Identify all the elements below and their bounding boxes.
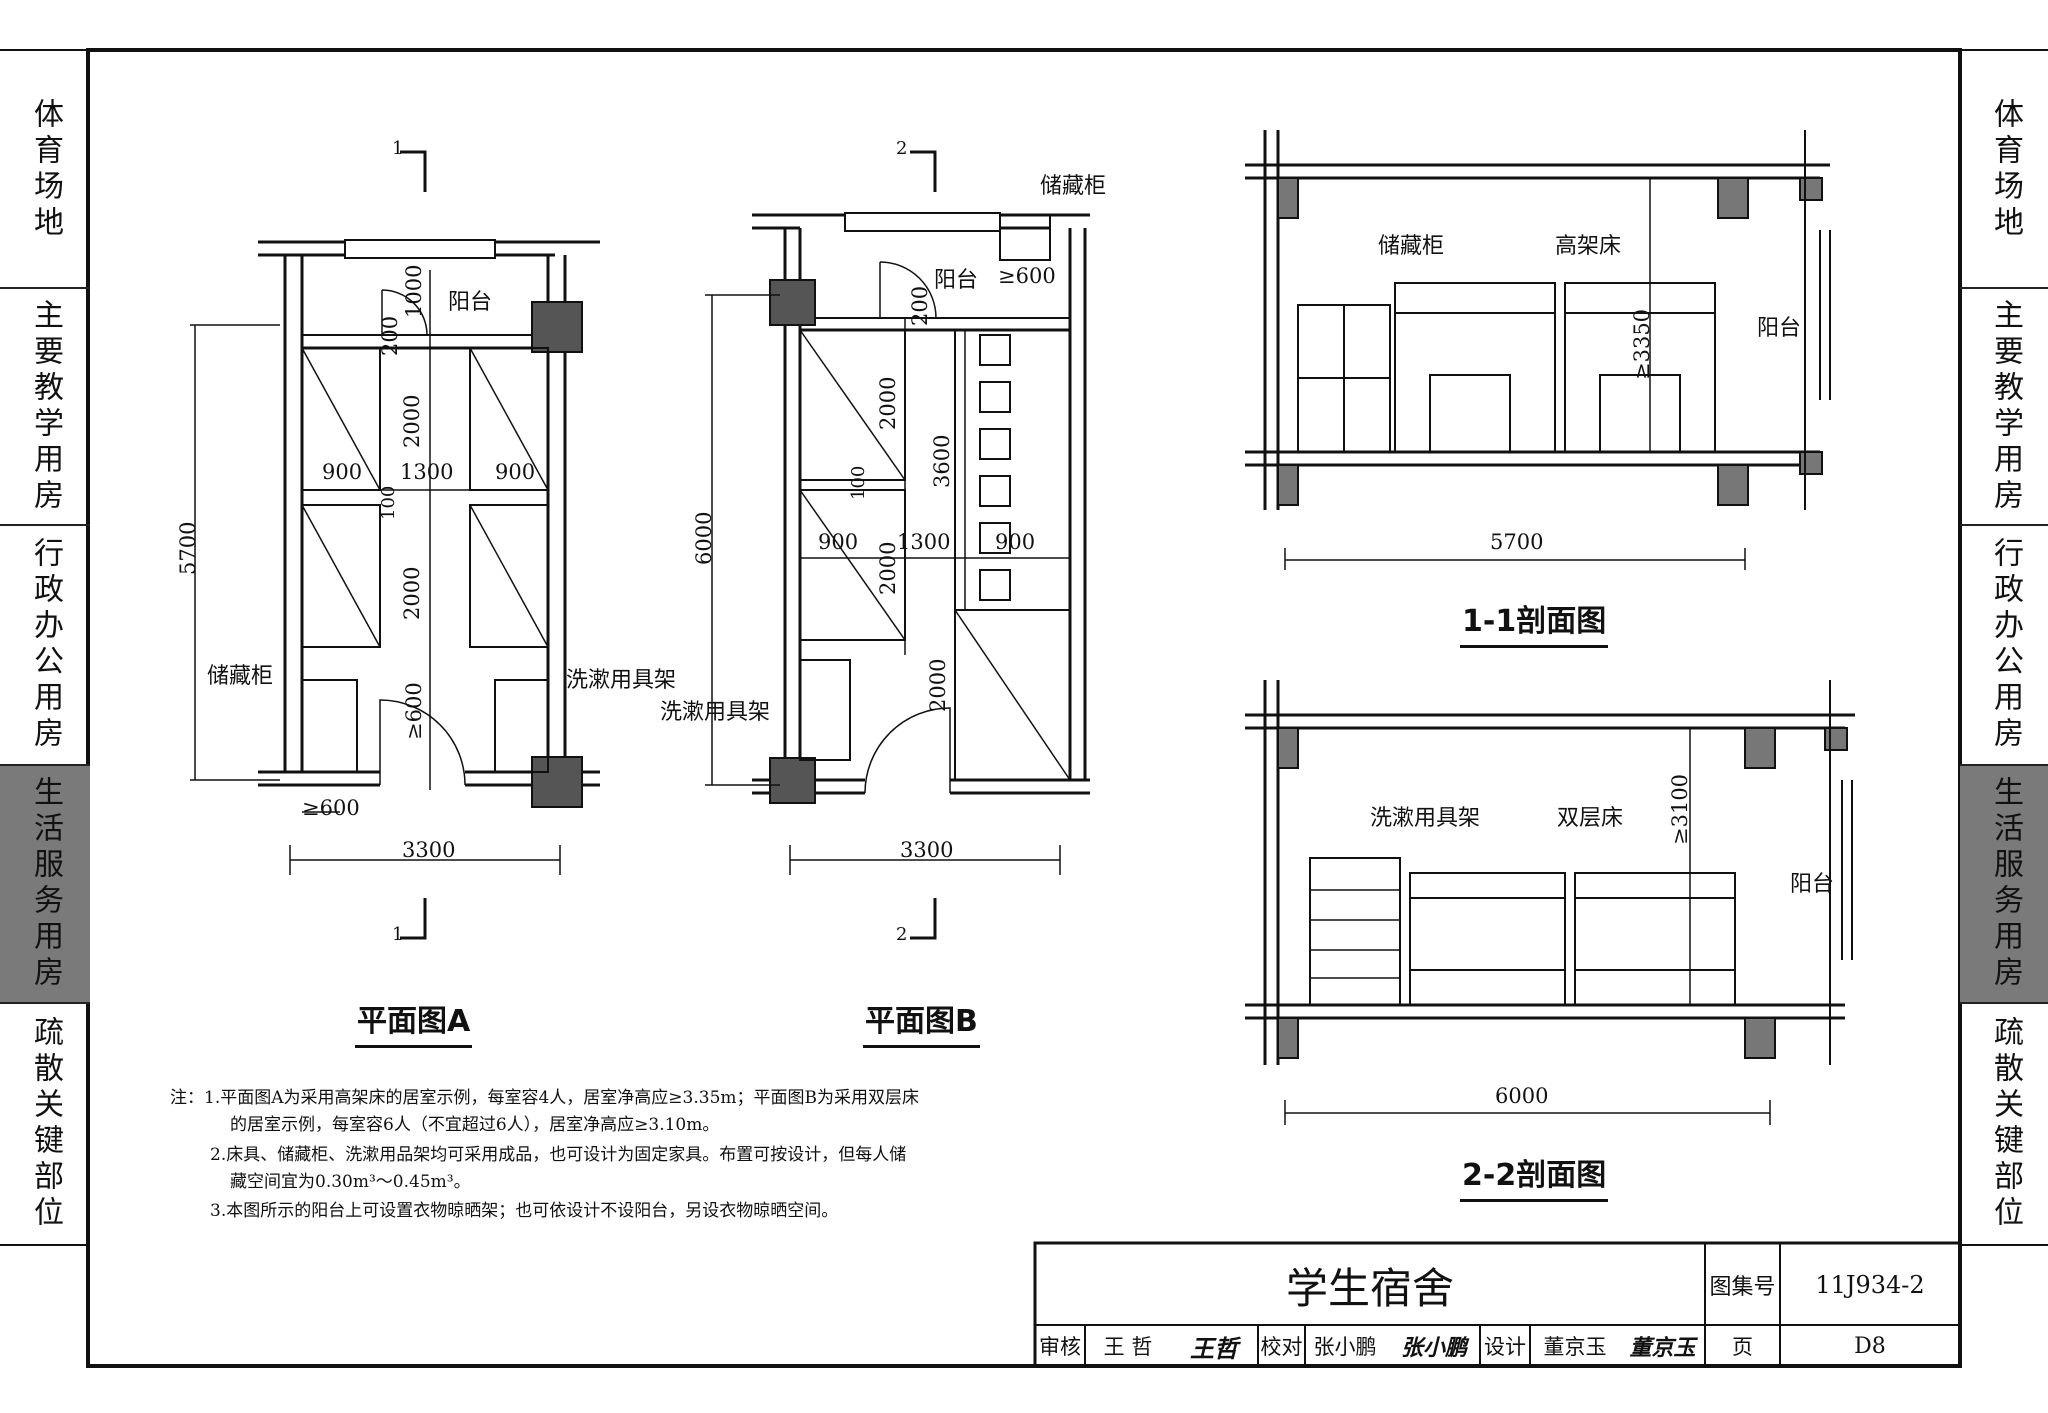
dim-600-vertical: ≥600 bbox=[402, 682, 426, 740]
design-label: 设计 bbox=[1484, 1335, 1526, 1359]
page-label: 页 bbox=[1732, 1335, 1753, 1359]
balcony-label: 阳台 bbox=[1757, 316, 1802, 341]
section-1-1-drawing bbox=[1245, 130, 1831, 570]
loft-bed-label: 高架床 bbox=[1555, 234, 1622, 259]
section-2-2-title: 2-2剖面图 bbox=[1459, 1150, 1609, 1202]
dim-200: 200 bbox=[908, 285, 932, 326]
dim-5700: 5700 bbox=[176, 521, 200, 575]
dim-2000-middle: 2000 bbox=[876, 541, 900, 595]
side-tab-evacuation-right[interactable]: 疏散关键部位 bbox=[1960, 1004, 2048, 1244]
side-tab-teaching-right[interactable]: 主要教学用房 bbox=[1960, 289, 2048, 524]
dim-6000: 6000 bbox=[692, 511, 716, 565]
dim-900-right: 900 bbox=[495, 460, 536, 484]
dim-1300: 1300 bbox=[897, 530, 951, 554]
dim-900-left: 900 bbox=[818, 530, 859, 554]
page-number: D8 bbox=[1854, 1333, 1886, 1359]
designer-signature: 董京玉 bbox=[1629, 1335, 1696, 1361]
dim-1300: 1300 bbox=[400, 460, 454, 484]
section-mark-2-bottom: 2 bbox=[896, 924, 908, 945]
plan-a-title: 平面图A bbox=[354, 996, 473, 1048]
note-line-2: 的居室示例，每室容6人（不宜超过6人），居室净高应≥3.10m。 bbox=[230, 1115, 720, 1135]
side-tab-label: 疏散关键部位 bbox=[28, 1016, 63, 1232]
side-tab-label: 主要教学用房 bbox=[28, 298, 63, 515]
side-tab-label: 生活服务用房 bbox=[28, 776, 63, 992]
check-label: 校对 bbox=[1260, 1335, 1303, 1359]
section-2-2-drawing bbox=[1245, 680, 1855, 1125]
storage-cabinet-label: 储藏柜 bbox=[1040, 174, 1107, 199]
side-tab-living[interactable]: 生活服务用房 bbox=[0, 766, 90, 1002]
dim-200: 200 bbox=[378, 315, 402, 356]
storage-cabinet-label: 储藏柜 bbox=[207, 664, 274, 689]
dim-100: 100 bbox=[378, 485, 399, 520]
side-tab-evacuation[interactable]: 疏散关键部位 bbox=[0, 1004, 90, 1244]
section-mark-1-top: 1 bbox=[392, 138, 404, 159]
dim-600-horizontal: ≥600 bbox=[302, 796, 360, 820]
side-tab-label: 主要教学用房 bbox=[1988, 298, 2023, 515]
dim-2000-upper: 2000 bbox=[400, 394, 424, 448]
dim-height-3100: ≥3100 bbox=[1668, 773, 1692, 845]
dim-600: ≥600 bbox=[998, 264, 1056, 288]
atlas-number: 11J934-2 bbox=[1815, 1271, 1925, 1299]
checker-name: 张小鹏 bbox=[1313, 1335, 1377, 1359]
dim-2000-lower: 2000 bbox=[926, 658, 950, 712]
side-tab-living-right[interactable]: 生活服务用房 bbox=[1960, 766, 2048, 1002]
reviewer-signature: 王哲 bbox=[1190, 1333, 1238, 1363]
note-line-1: 注：1.平面图A为采用高架床的居室示例，每室容4人，居室净高应≥3.35m；平面… bbox=[170, 1088, 920, 1108]
dim-3300: 3300 bbox=[402, 838, 456, 862]
storage-cabinet-label: 储藏柜 bbox=[1378, 234, 1445, 259]
side-tab-label: 行政办公用房 bbox=[28, 537, 63, 753]
note-line-5: 3.本图所示的阳台上可设置衣物晾晒架；也可依设计不设阳台，另设衣物晾晒空间。 bbox=[210, 1201, 839, 1221]
side-tab-label: 体育场地 bbox=[1988, 97, 2023, 242]
plan-b-drawing bbox=[705, 150, 1090, 940]
side-tab-label: 疏散关键部位 bbox=[1988, 1016, 2023, 1232]
wash-rack-label: 洗漱用具架 bbox=[660, 700, 771, 725]
section-mark-2-top: 2 bbox=[896, 138, 908, 159]
dim-1000: 1000 bbox=[402, 264, 426, 318]
balcony-label: 阳台 bbox=[1790, 872, 1835, 897]
side-tab-teaching[interactable]: 主要教学用房 bbox=[0, 289, 90, 524]
reviewer-name: 王 哲 bbox=[1103, 1335, 1153, 1359]
title-block-grid bbox=[1033, 1241, 1962, 1368]
review-label: 审核 bbox=[1039, 1335, 1081, 1359]
side-tab-admin-right[interactable]: 行政办公用房 bbox=[1960, 526, 2048, 764]
plan-b-title: 平面图B bbox=[863, 996, 980, 1048]
note-line-4: 藏空间宜为0.30m³～0.45m³。 bbox=[230, 1172, 471, 1192]
wash-rack-label: 洗漱用具架 bbox=[566, 668, 677, 693]
side-tab-label: 体育场地 bbox=[28, 97, 63, 242]
balcony-label: 阳台 bbox=[934, 268, 979, 293]
side-tab-label: 行政办公用房 bbox=[1988, 537, 2023, 753]
dim-3300: 3300 bbox=[900, 838, 954, 862]
checker-signature: 张小鹏 bbox=[1400, 1335, 1467, 1361]
dim-900-left: 900 bbox=[322, 460, 363, 484]
bunk-bed-label: 双层床 bbox=[1557, 806, 1624, 831]
dim-width-6000: 6000 bbox=[1495, 1084, 1549, 1108]
wash-rack-label: 洗漱用具架 bbox=[1370, 806, 1481, 831]
section-1-1-title: 1-1剖面图 bbox=[1459, 596, 1609, 648]
dim-2000-lower: 2000 bbox=[400, 566, 424, 620]
dim-width-5700: 5700 bbox=[1490, 530, 1544, 554]
drawing-title: 学生宿舍 bbox=[1285, 1263, 1454, 1313]
dim-height-3350: ≥3350 bbox=[1630, 308, 1654, 380]
dim-100: 100 bbox=[848, 465, 869, 500]
dim-3600: 3600 bbox=[930, 434, 954, 488]
balcony-label: 阳台 bbox=[448, 290, 493, 315]
dim-900-right: 900 bbox=[995, 530, 1036, 554]
side-tab-admin[interactable]: 行政办公用房 bbox=[0, 526, 90, 764]
side-tab-sports-right[interactable]: 体育场地 bbox=[1960, 52, 2048, 287]
side-tab-label: 生活服务用房 bbox=[1988, 776, 2023, 992]
designer-name: 董京玉 bbox=[1543, 1335, 1607, 1359]
note-line-3: 2.床具、储藏柜、洗漱用品架均可采用成品，也可设计为固定家具。布置可按设计，但每… bbox=[210, 1145, 907, 1165]
atlas-label: 图集号 bbox=[1709, 1275, 1776, 1300]
side-tab-sports[interactable]: 体育场地 bbox=[0, 52, 90, 287]
section-mark-1-bottom: 1 bbox=[392, 924, 404, 945]
plan-a-drawing bbox=[190, 150, 600, 940]
dim-2000-upper: 2000 bbox=[876, 376, 900, 430]
